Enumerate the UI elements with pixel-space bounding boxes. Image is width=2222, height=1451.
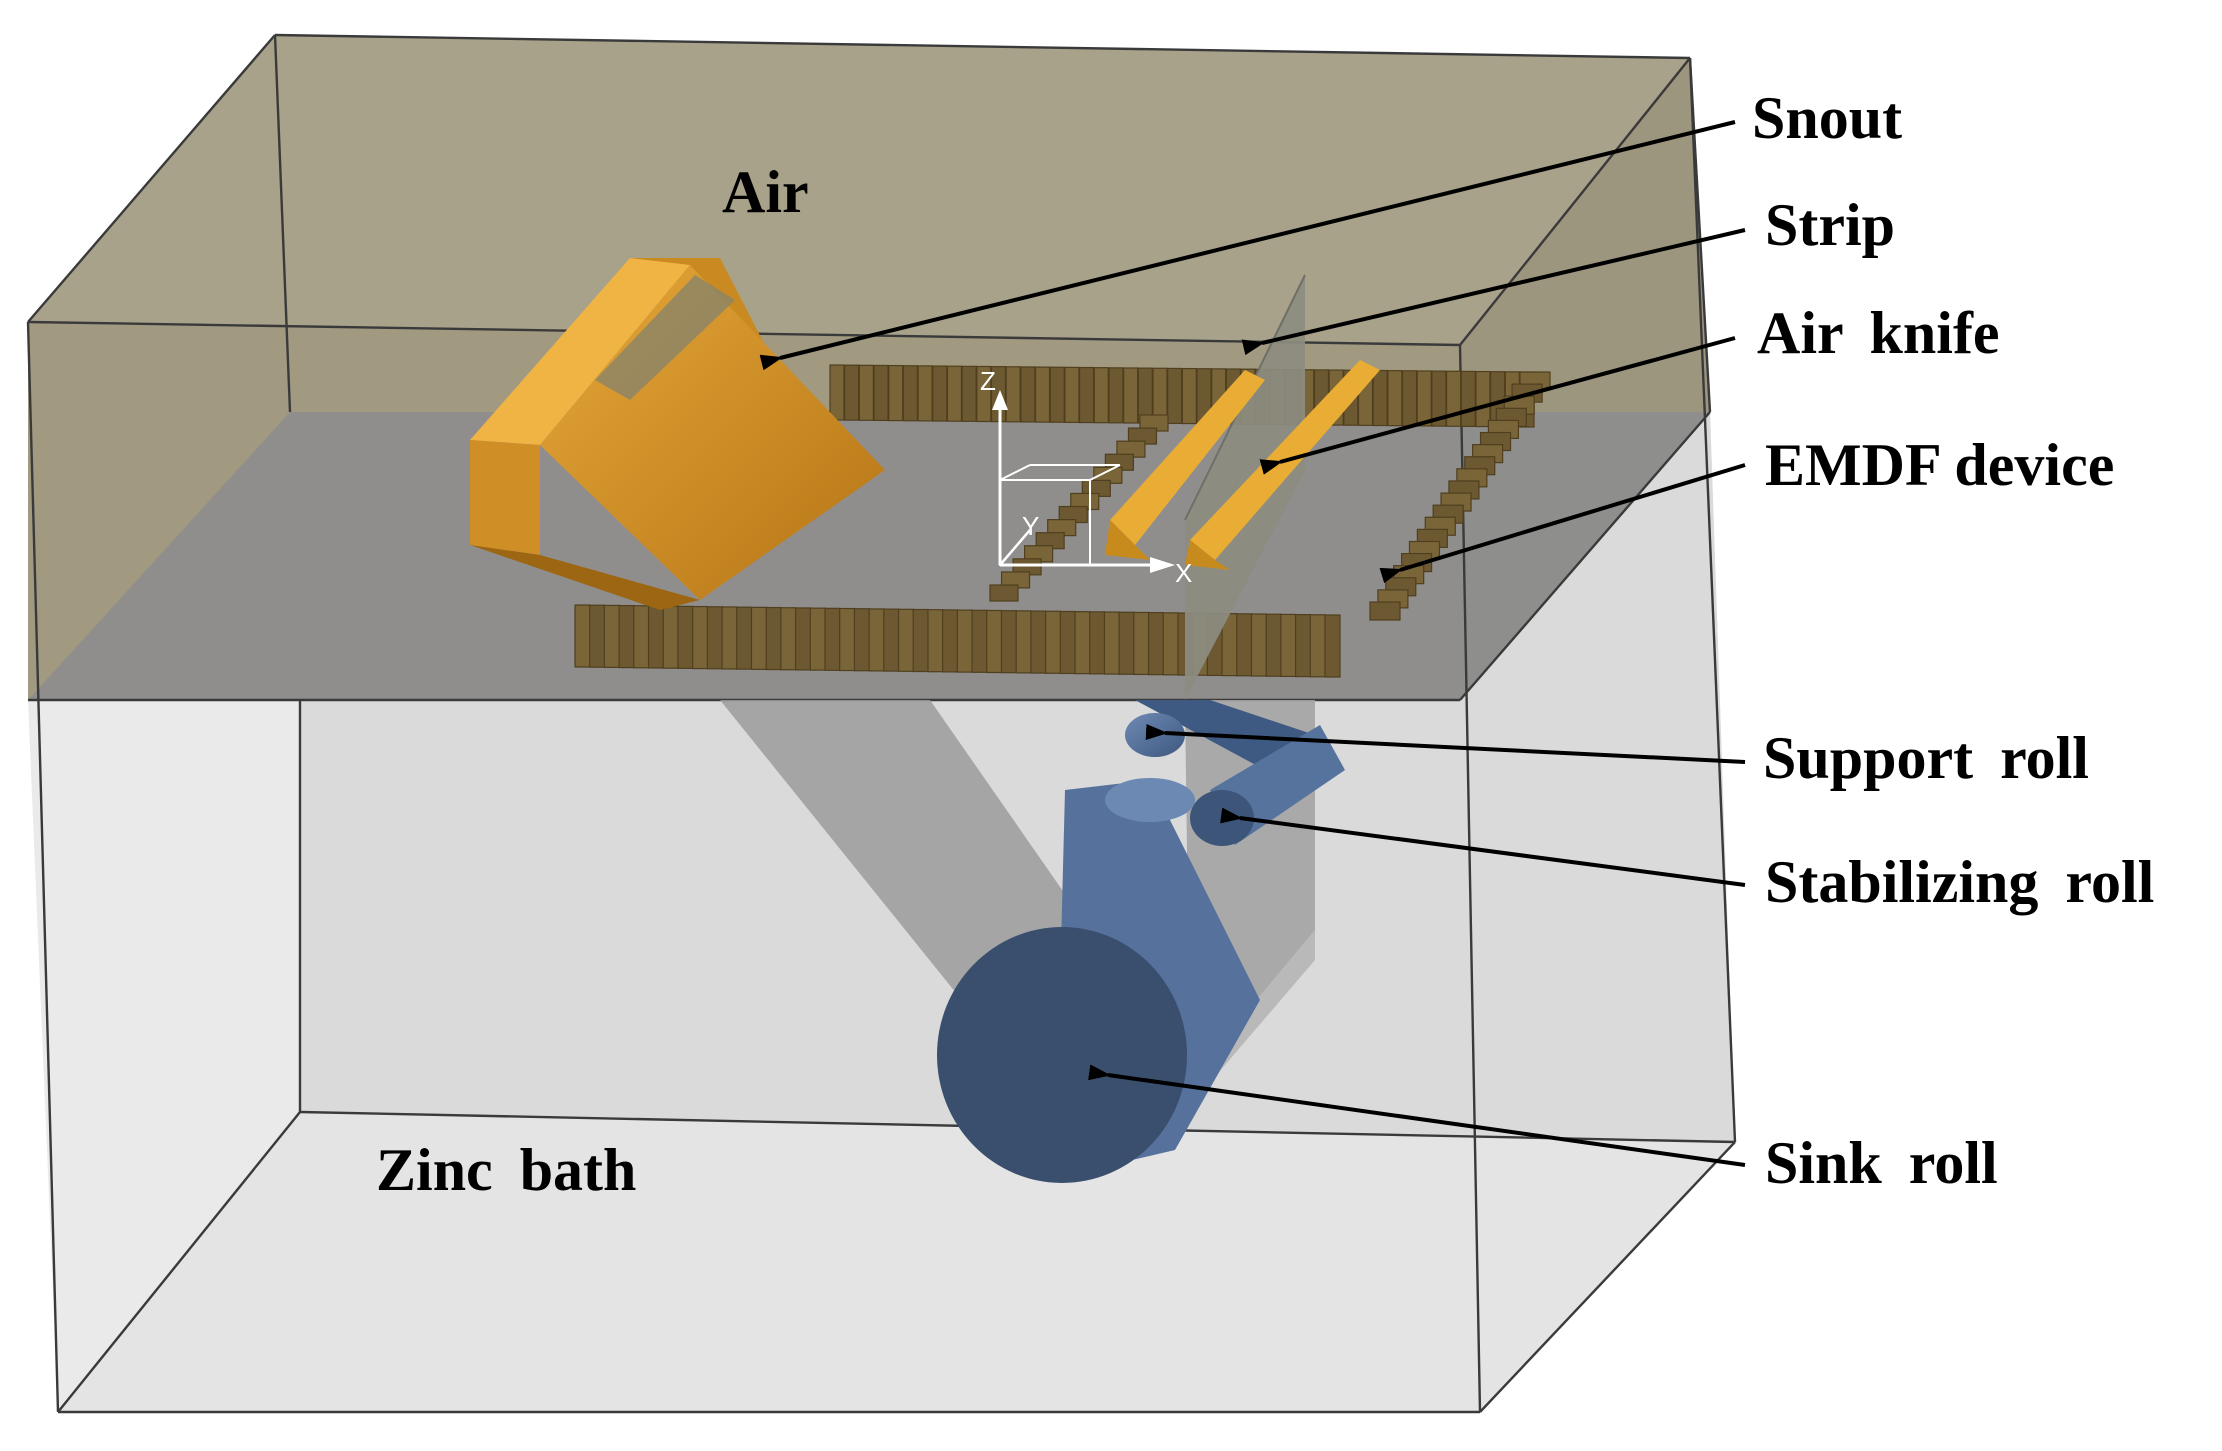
leader-snout — [759, 120, 1736, 371]
leader-sink-roll — [1088, 1064, 1746, 1167]
label-sink-roll: Sink roll — [1765, 1130, 1998, 1196]
axis-x-label: X — [1175, 558, 1192, 588]
label-air-knife: Air knife — [1757, 300, 2000, 366]
coordinate-axes: Z Y X — [980, 366, 1192, 588]
label-stabilizing-roll: Stabilizing roll — [1765, 849, 2154, 915]
label-support-roll: Support roll — [1763, 725, 2089, 791]
leader-support-roll — [1145, 724, 1746, 764]
leader-lines — [759, 120, 1746, 1167]
leader-emdf-device — [1379, 463, 1746, 584]
axis-z-label: Z — [980, 366, 996, 396]
axis-y-label: Y — [1022, 511, 1039, 541]
label-snout: Snout — [1752, 85, 1902, 151]
label-zinc-bath: Zinc bath — [376, 1137, 636, 1203]
leader-stabilizing-roll — [1220, 807, 1746, 887]
label-emdf-device: EMDF device — [1765, 432, 2114, 498]
leader-air-knife — [1259, 336, 1736, 475]
label-strip: Strip — [1765, 192, 1895, 258]
label-air: Air — [722, 159, 809, 225]
leader-strip — [1241, 228, 1746, 356]
snout — [470, 258, 885, 610]
